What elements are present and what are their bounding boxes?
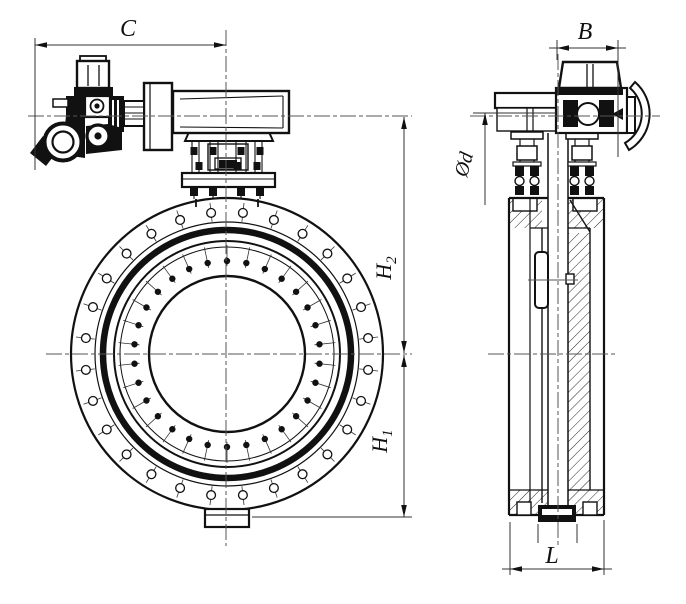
actuator-box [557, 60, 623, 90]
stem-seal [565, 273, 575, 285]
dimension-c: C [34, 16, 226, 170]
dim-label-c: C [120, 16, 137, 42]
gear-actuator [30, 55, 291, 166]
dim-label-h1: H1 [367, 429, 396, 453]
side-centerlines [470, 54, 660, 546]
side-tab [52, 98, 69, 108]
bore-circle [147, 274, 307, 434]
body-section [507, 133, 606, 522]
stem-ball [576, 102, 600, 126]
dim-label-l: L [544, 543, 558, 569]
packing-stack-left [510, 131, 544, 195]
dimension-h2: H2 [371, 117, 407, 353]
travel-stop-arc [623, 80, 651, 152]
handwheel-inner [51, 130, 75, 154]
motor-collar [74, 87, 113, 96]
dimensions: C B H2 H1 [34, 16, 626, 575]
front-centerlines [28, 30, 412, 546]
terminal-box [75, 59, 111, 90]
dimension-b: B [549, 19, 626, 157]
dimension-h1: H1 [252, 355, 412, 518]
disc-pin-ring [118, 245, 336, 463]
bottom-foot [203, 507, 251, 529]
mounting-plate [493, 91, 562, 110]
side-actuator [493, 60, 651, 152]
dim-label-h2: H2 [371, 256, 400, 281]
front-view [28, 30, 412, 546]
dim-label-shaft-dia: Ød [450, 149, 478, 180]
stop-bar [626, 96, 636, 134]
dimension-l: L [502, 520, 612, 575]
packing-stack-right [565, 131, 599, 195]
dim-label-b: B [578, 19, 593, 45]
top-mounting-stack [180, 131, 277, 207]
side-view [470, 54, 660, 546]
bolt-hole-ring [75, 202, 379, 506]
